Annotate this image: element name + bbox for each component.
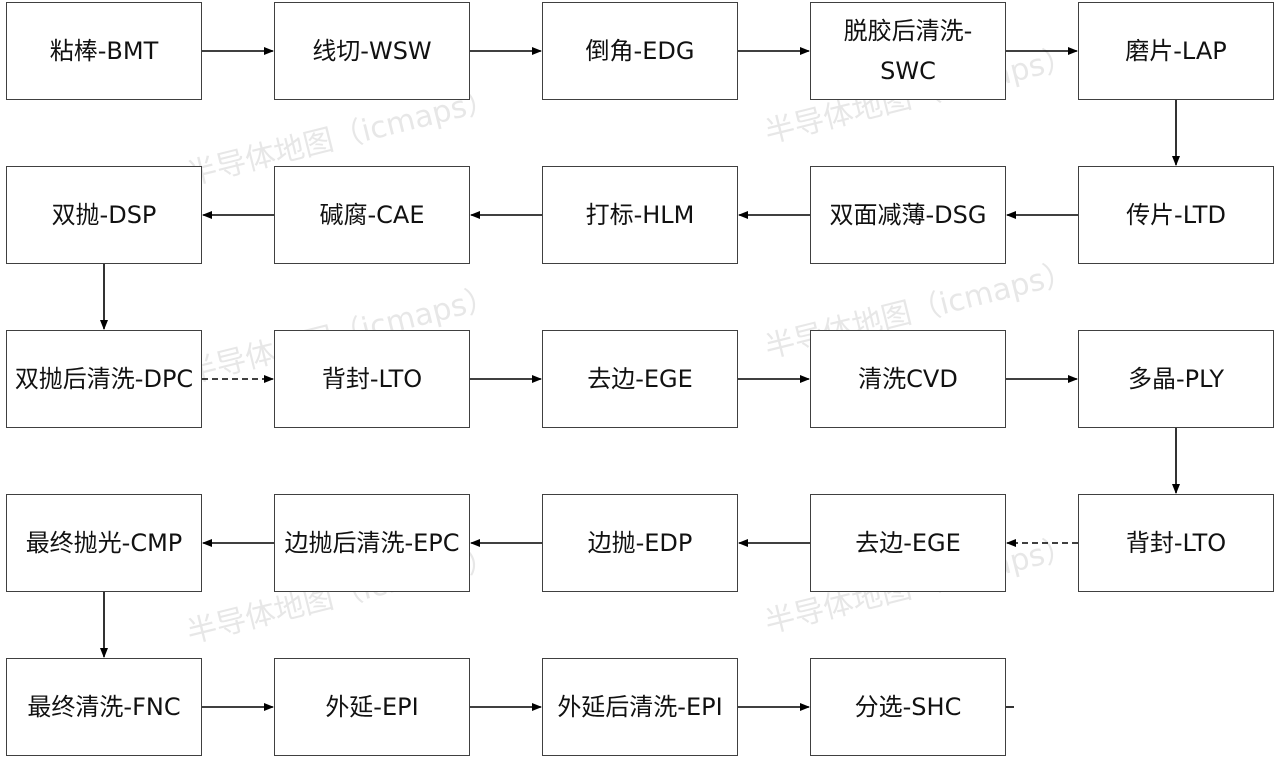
process-node: 边抛-EDP	[542, 494, 738, 592]
process-node: 多晶-PLY	[1078, 330, 1274, 428]
process-node: 脱胶后清洗-SWC	[810, 2, 1006, 100]
process-node: 双抛-DSP	[6, 166, 202, 264]
process-node: 线切-WSW	[274, 2, 470, 100]
process-node: 分选-SHC	[810, 658, 1006, 756]
process-node: 双面减薄-DSG	[810, 166, 1006, 264]
process-node: 背封-LTO	[1078, 494, 1274, 592]
process-node: 背封-LTO	[274, 330, 470, 428]
process-node: 最终抛光-CMP	[6, 494, 202, 592]
process-node: 去边-EGE	[542, 330, 738, 428]
process-node: 清洗CVD	[810, 330, 1006, 428]
process-node: 外延-EPI	[274, 658, 470, 756]
process-node: 去边-EGE	[810, 494, 1006, 592]
process-node: 磨片-LAP	[1078, 2, 1274, 100]
process-node: 打标-HLM	[542, 166, 738, 264]
process-node: 边抛后清洗-EPC	[274, 494, 470, 592]
process-node: 倒角-EDG	[542, 2, 738, 100]
process-node: 粘棒-BMT	[6, 2, 202, 100]
process-node: 外延后清洗-EPI	[542, 658, 738, 756]
process-node: 双抛后清洗-DPC	[6, 330, 202, 428]
process-node: 最终清洗-FNC	[6, 658, 202, 756]
process-node: 传片-LTD	[1078, 166, 1274, 264]
process-node: 碱腐-CAE	[274, 166, 470, 264]
